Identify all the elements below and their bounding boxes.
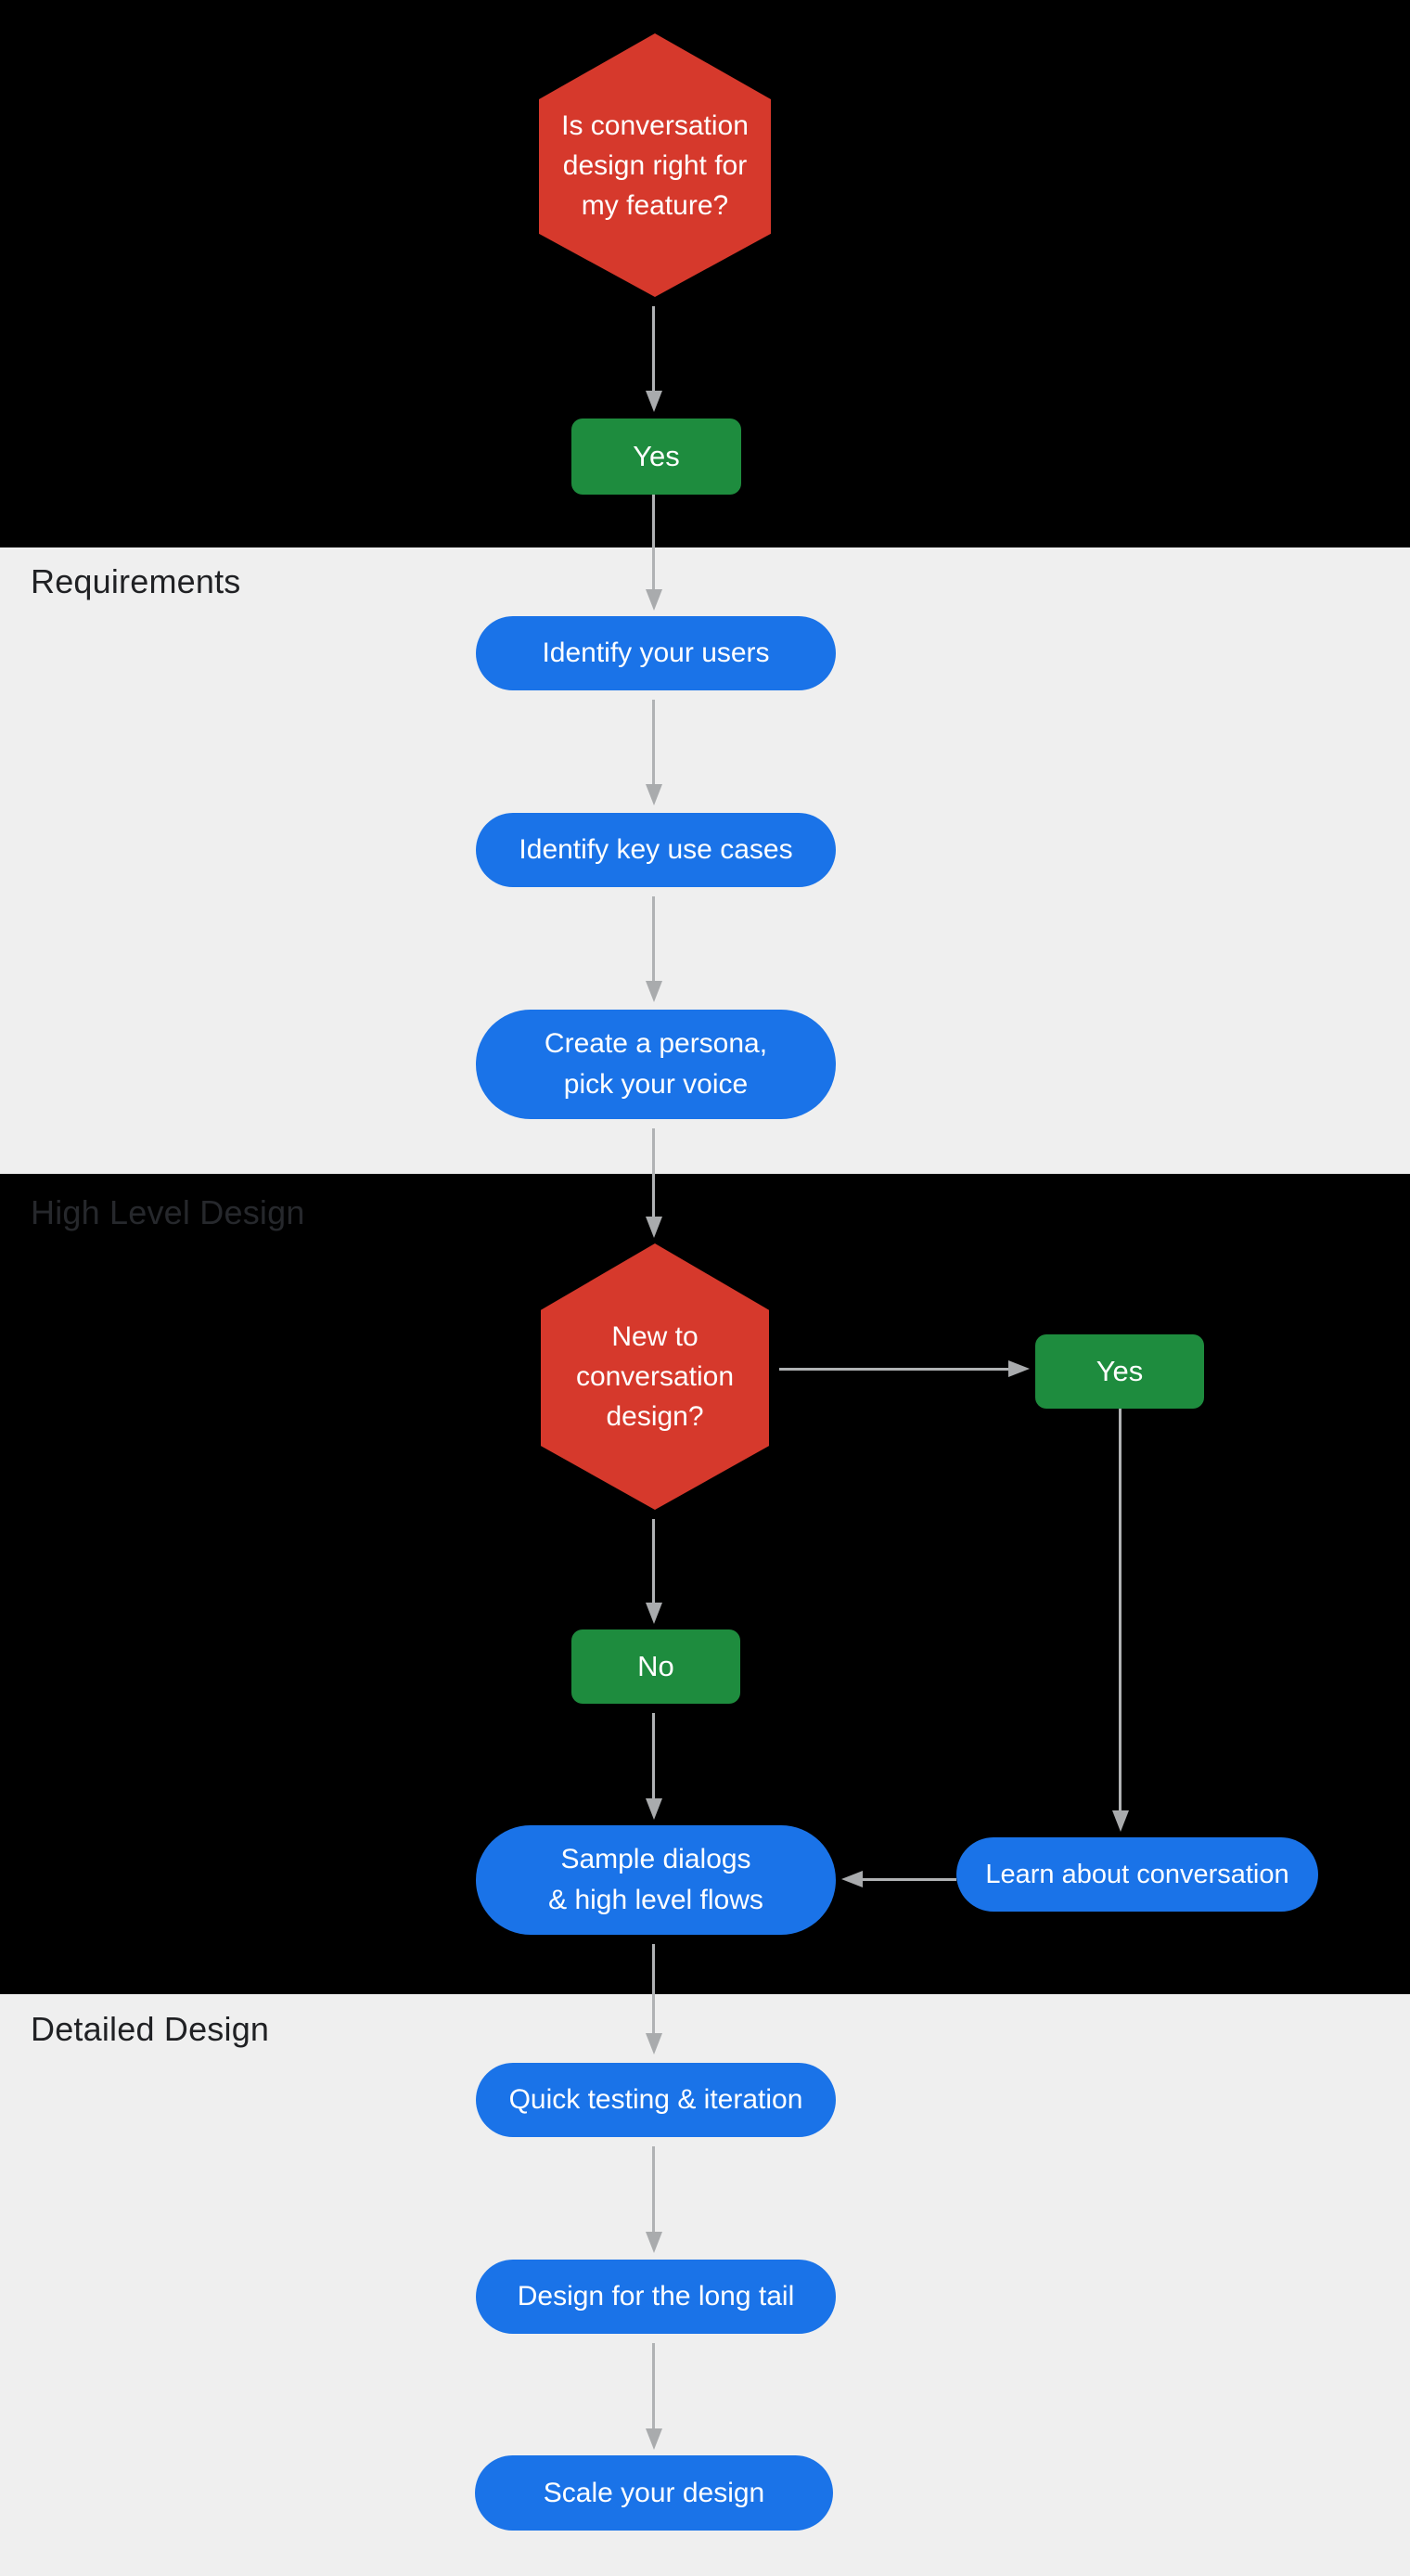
arrow-down-icon	[646, 981, 662, 1002]
step-create-persona-pick-voice: Create a persona, pick your voice	[476, 1010, 836, 1119]
step-label: Identify key use cases	[519, 834, 793, 865]
arrow-line	[652, 896, 655, 982]
step-sample-dialogs-high-level-flows: Sample dialogs & high level flows	[476, 1825, 836, 1935]
answer-label: Yes	[633, 440, 680, 472]
arrow-line	[652, 1944, 655, 2034]
arrow-line	[1119, 1409, 1122, 1811]
decision-line: my feature?	[581, 189, 729, 221]
arrow-right-icon	[1008, 1360, 1030, 1377]
answer-yes-1: Yes	[571, 419, 741, 495]
decision-line: design?	[606, 1401, 704, 1432]
arrow-line	[652, 306, 655, 392]
decision-is-conversation-design-right: Is conversation design right for my feat…	[539, 33, 771, 297]
arrow-line	[652, 495, 655, 590]
arrow-line	[862, 1878, 956, 1881]
step-label: Design for the long tail	[517, 2281, 795, 2312]
step-label: Quick testing & iteration	[508, 2084, 803, 2115]
arrow-down-icon	[646, 1217, 662, 1238]
step-label: Learn about conversation	[985, 1860, 1289, 1889]
arrow-down-icon	[646, 2232, 662, 2253]
arrow-down-icon	[646, 2033, 662, 2054]
step-line: & high level flows	[548, 1885, 763, 1915]
arrow-line	[652, 1713, 655, 1799]
arrow-line	[779, 1368, 1009, 1371]
arrow-down-icon	[646, 1603, 662, 1624]
section-label-high-level-design: High Level Design	[31, 1193, 305, 1231]
decision-line: New to	[611, 1321, 699, 1352]
step-label: Identify your users	[542, 638, 770, 668]
step-line: Create a persona,	[544, 1028, 768, 1059]
arrow-down-icon	[646, 391, 662, 412]
arrow-down-icon	[1112, 1810, 1129, 1832]
decision-line: conversation	[575, 1361, 735, 1392]
answer-label: Yes	[1096, 1355, 1144, 1387]
step-design-for-long-tail: Design for the long tail	[476, 2260, 836, 2334]
arrow-down-icon	[646, 589, 662, 611]
arrow-left-icon	[841, 1871, 863, 1887]
arrow-line	[652, 2146, 655, 2233]
arrow-down-icon	[646, 1798, 662, 1820]
decision-line: Is conversation	[561, 109, 749, 141]
section-label-detailed-design: Detailed Design	[31, 2010, 270, 2048]
answer-label: No	[637, 1650, 674, 1682]
arrow-line	[652, 700, 655, 785]
step-line: pick your voice	[563, 1069, 749, 1100]
answer-yes-2: Yes	[1035, 1334, 1204, 1409]
decision-line: design right for	[562, 149, 748, 181]
arrow-line	[652, 2343, 655, 2429]
step-line: Sample dialogs	[560, 1844, 751, 1874]
answer-no: No	[571, 1629, 740, 1704]
arrow-line	[652, 1128, 655, 1217]
decision-new-to-conversation-design: New to conversation design?	[541, 1243, 769, 1510]
arrow-down-icon	[646, 2428, 662, 2450]
step-quick-testing-iteration: Quick testing & iteration	[476, 2063, 836, 2137]
arrow-down-icon	[646, 784, 662, 805]
arrow-line	[652, 1519, 655, 1604]
step-label: Scale your design	[543, 2477, 765, 2508]
step-learn-about-conversation: Learn about conversation	[956, 1837, 1318, 1912]
step-identify-key-use-cases: Identify key use cases	[476, 813, 836, 887]
step-scale-your-design: Scale your design	[475, 2455, 833, 2531]
step-identify-your-users: Identify your users	[476, 616, 836, 690]
section-label-requirements: Requirements	[31, 562, 241, 600]
